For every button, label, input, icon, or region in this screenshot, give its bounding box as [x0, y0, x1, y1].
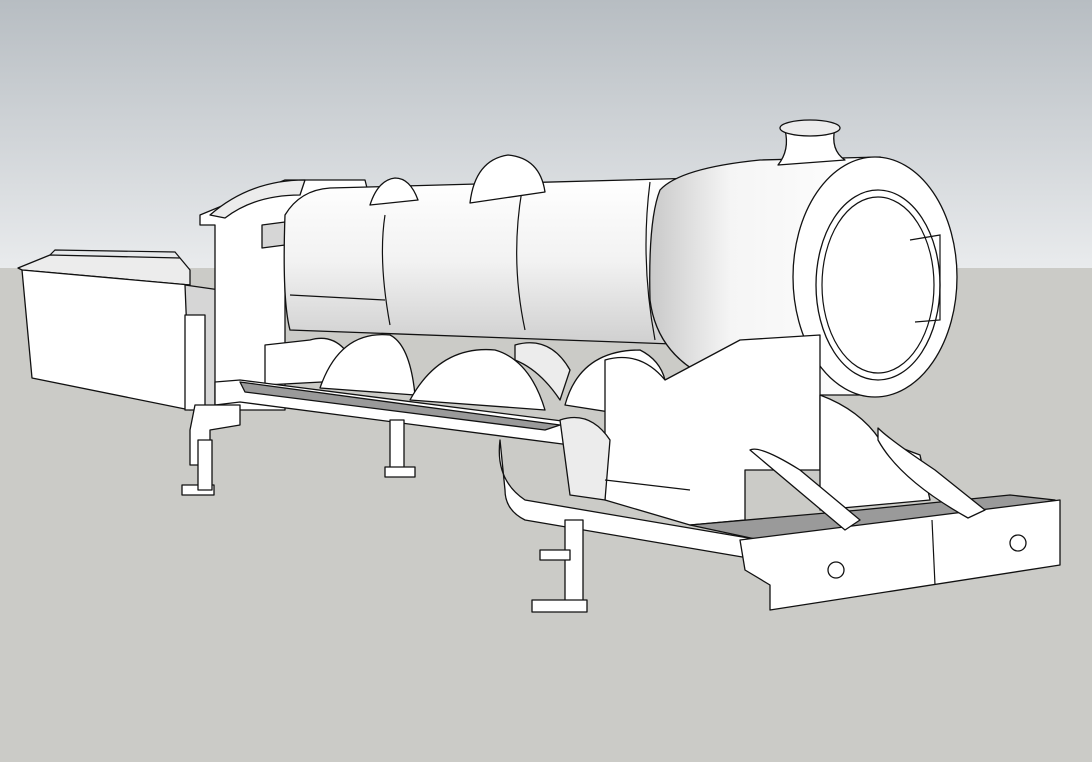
buffer-hole-right — [1009, 534, 1027, 552]
safety-valve — [369, 177, 419, 206]
boiler[interactable] — [283, 154, 701, 346]
dome — [469, 154, 546, 204]
buffer-hole-left — [827, 561, 845, 579]
cylinder-saddle[interactable] — [559, 334, 931, 526]
locomotive-model[interactable] — [17, 119, 1061, 613]
running-board[interactable] — [181, 379, 571, 496]
smokebox[interactable] — [649, 119, 958, 398]
smokebox-door[interactable] — [815, 189, 941, 381]
buffer-beam[interactable] — [689, 427, 1061, 611]
